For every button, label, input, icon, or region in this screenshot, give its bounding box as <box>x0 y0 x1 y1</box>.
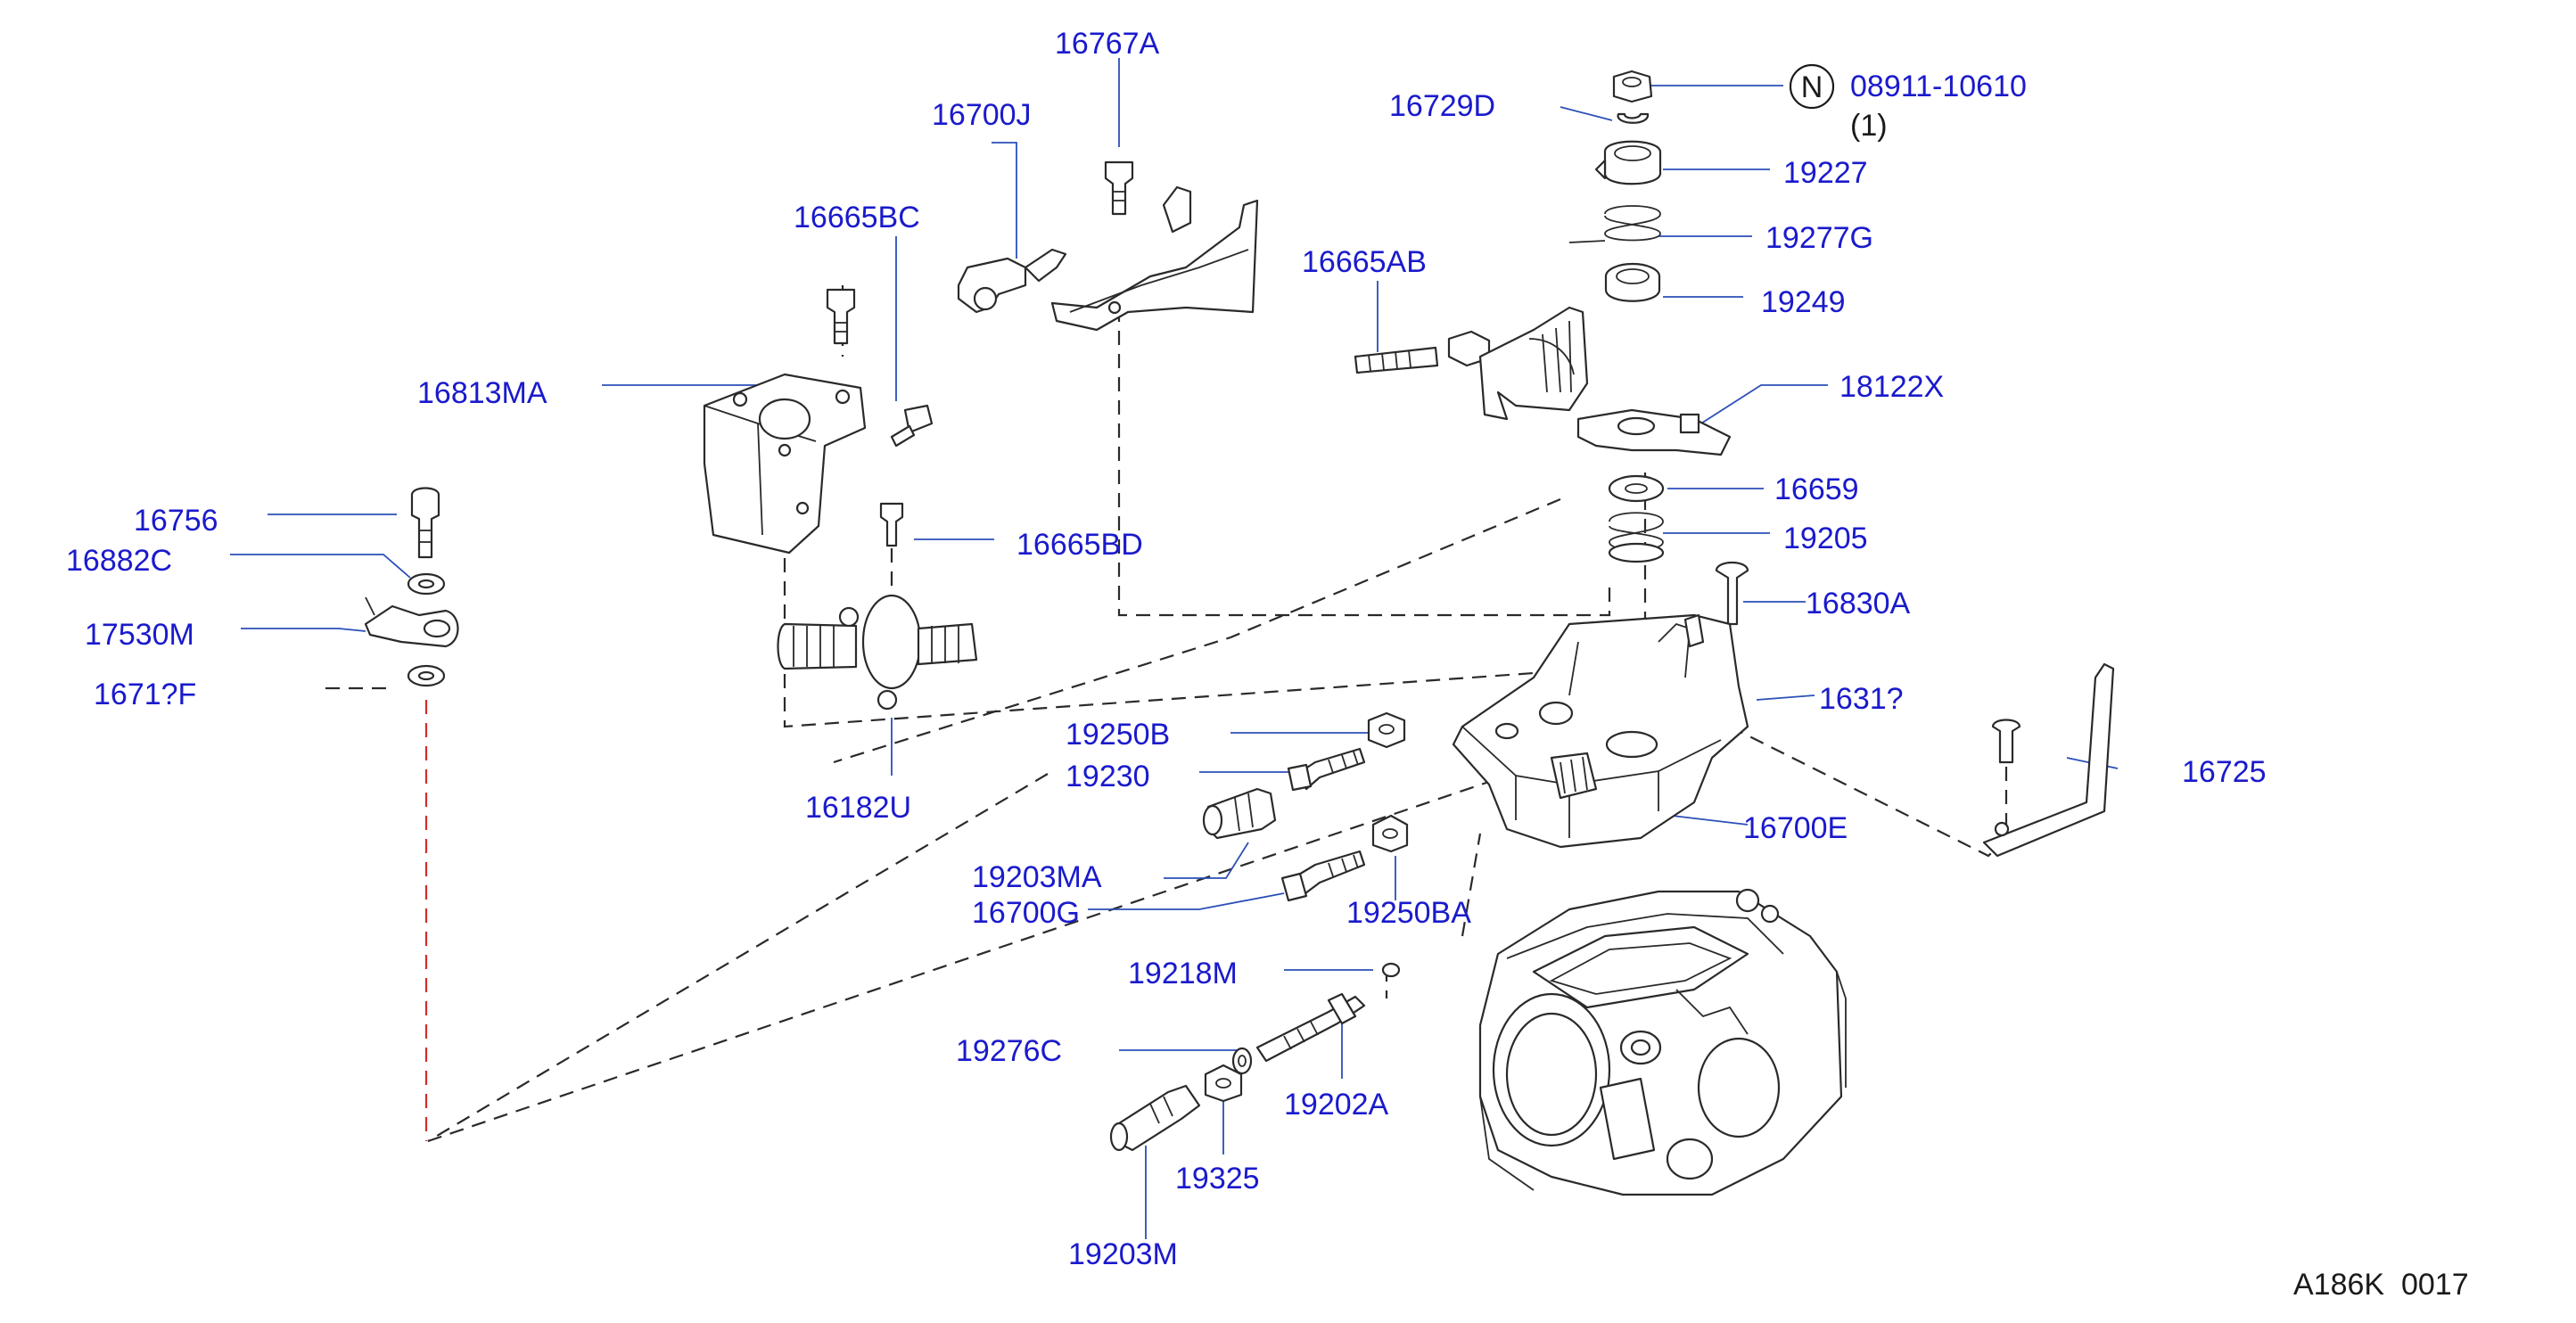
screw-16830a <box>1715 561 1749 626</box>
leader-lines <box>230 58 2119 1239</box>
diagram-reference-code: A186K 0017 <box>2293 1268 2469 1302</box>
spring-19205 <box>1608 512 1665 563</box>
bushing-19249 <box>1604 262 1661 302</box>
washer-16729d <box>1617 112 1650 124</box>
callout-16700E[interactable]: 16700E <box>1743 811 1848 845</box>
bracket-16813ma <box>703 373 867 555</box>
screw-16665bd <box>879 502 904 547</box>
callout-16665AB[interactable]: 16665AB <box>1302 245 1427 279</box>
nut-08911-10610 <box>1612 70 1653 103</box>
callout-16725[interactable]: 16725 <box>2182 755 2267 789</box>
callout-16700G[interactable]: 16700G <box>972 896 1080 930</box>
callout-19230[interactable]: 19230 <box>1066 760 1150 793</box>
valve-19202a <box>1255 992 1366 1063</box>
callout-labels: 16767A 16700J 16665BC 16813MA 16756 1688… <box>66 27 2267 1271</box>
nut-19325 <box>1204 1064 1243 1103</box>
washer-1671f <box>407 664 446 687</box>
callout-16882C[interactable]: 16882C <box>66 544 172 578</box>
callout-16830A[interactable]: 16830A <box>1806 587 1911 620</box>
actuator-16182u <box>777 594 978 711</box>
bracket-16725 <box>1982 662 2115 858</box>
bolt-16665bc <box>826 288 856 345</box>
stud-16665ab <box>1354 330 1491 374</box>
callout-19250B[interactable]: 19250B <box>1066 718 1170 752</box>
nut-19250b <box>1367 711 1406 749</box>
fitting-19203ma <box>1202 787 1277 840</box>
callout-19277G[interactable]: 19277G <box>1765 221 1873 255</box>
callout-19227[interactable]: 19227 <box>1783 156 1868 190</box>
n-symbol-text: N <box>1801 70 1823 104</box>
callout-08911-10610[interactable]: 08911-10610 <box>1850 70 2027 103</box>
callout-16729D[interactable]: 16729D <box>1389 89 1495 123</box>
callout-quantity: (1) <box>1850 109 1888 143</box>
callout-19276C[interactable]: 19276C <box>956 1034 1062 1068</box>
washer-19276c <box>1231 1047 1253 1075</box>
bracket-16700j <box>957 185 1259 332</box>
callout-19203MA[interactable]: 19203MA <box>972 860 1102 894</box>
bolt-16767a <box>1104 160 1134 216</box>
callout-19325[interactable]: 19325 <box>1175 1162 1260 1196</box>
callout-16813MA[interactable]: 16813MA <box>417 376 547 410</box>
housing-16700e <box>1452 613 1749 849</box>
callout-17530M[interactable]: 17530M <box>85 618 194 652</box>
callout-16182U[interactable]: 16182U <box>805 791 911 825</box>
pump-body <box>1478 888 1847 1196</box>
spring-19277g <box>1568 205 1661 243</box>
oring-19218m <box>1381 962 1401 978</box>
callout-18122X[interactable]: 18122X <box>1839 370 1944 404</box>
stud-16700g <box>1280 850 1366 902</box>
callout-1671F[interactable]: 1671?F <box>94 678 196 711</box>
callout-1631[interactable]: 1631? <box>1819 682 1904 716</box>
callout-19202A[interactable]: 19202A <box>1284 1088 1389 1122</box>
n-symbol: N <box>1789 63 1835 110</box>
callout-16756[interactable]: 16756 <box>134 504 218 538</box>
stud-19230 <box>1287 747 1366 792</box>
washer-16659 <box>1608 474 1665 503</box>
fitting-19203m <box>1109 1084 1201 1152</box>
callout-16665BC[interactable]: 16665BC <box>794 201 920 234</box>
callout-16767A[interactable]: 16767A <box>1055 27 1160 61</box>
callout-19249[interactable]: 19249 <box>1761 285 1846 319</box>
cap-19227 <box>1594 140 1662 185</box>
bolt-16756 <box>410 487 440 559</box>
screw-16665bc-small <box>890 404 934 448</box>
nut-19250ba <box>1371 814 1409 853</box>
callout-16665BD[interactable]: 16665BD <box>1016 528 1143 562</box>
washer-16882c <box>407 572 446 596</box>
lever-18122x <box>1478 306 1732 456</box>
callout-16659[interactable]: 16659 <box>1774 472 1859 506</box>
callout-19218M[interactable]: 19218M <box>1128 957 1238 990</box>
callout-19250BA[interactable]: 19250BA <box>1346 896 1471 930</box>
callout-19203M[interactable]: 19203M <box>1068 1237 1178 1271</box>
banjo-17530m <box>364 596 459 648</box>
callout-19205[interactable]: 19205 <box>1783 522 1868 555</box>
callout-16700J[interactable]: 16700J <box>932 98 1032 132</box>
